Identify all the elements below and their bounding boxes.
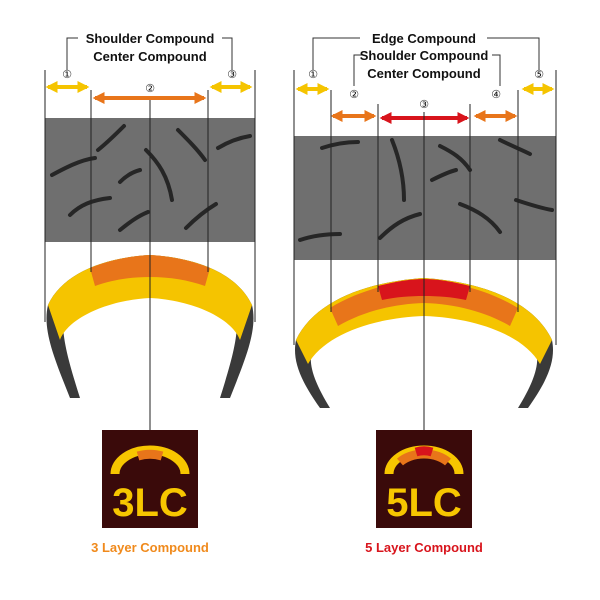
right-shoulder-bracket-right [492, 54, 501, 86]
left-marker-3: ③ [227, 68, 237, 81]
left-tire-casing [46, 255, 254, 398]
left-caption: 3 Layer Compound [91, 540, 209, 555]
right-edge-bracket-right [487, 37, 540, 70]
right-tread-grooves [298, 138, 554, 242]
right-shoulder-bracket [353, 54, 362, 86]
right-caption: 5 Layer Compound [365, 540, 483, 555]
right-marker-3: ③ [419, 98, 429, 111]
right-tread-pattern [294, 136, 556, 260]
left-marker-1: ① [62, 68, 72, 81]
right-marker-4: ④ [491, 88, 501, 101]
right-marker-2: ② [349, 88, 359, 101]
left-marker-2: ② [145, 82, 155, 95]
left-shoulder-bracket-right [222, 37, 233, 70]
left-shoulder-label: Shoulder Compound [86, 31, 215, 46]
right-badge-arc-center [414, 446, 434, 457]
left-shoulder-bracket [66, 37, 78, 70]
right-marker-1: ① [308, 68, 318, 81]
left-badge-text: 3LC [112, 481, 188, 525]
left-badge-arc-center [136, 449, 164, 461]
right-badge-text: 5LC [386, 481, 462, 525]
right-edge-bracket [312, 37, 360, 70]
right-center-label: Center Compound [367, 66, 480, 81]
right-tire-diagram: Edge Compound Shoulder Compound Center C… [293, 31, 557, 555]
left-tread-grooves [50, 124, 252, 232]
left-tire-diagram: Shoulder Compound Center Compound ① ② ③ [44, 31, 256, 555]
right-shoulder-label: Shoulder Compound [360, 48, 489, 63]
right-edge-label: Edge Compound [372, 31, 476, 46]
left-center-label: Center Compound [93, 49, 206, 64]
right-marker-5: ⑤ [534, 68, 544, 81]
